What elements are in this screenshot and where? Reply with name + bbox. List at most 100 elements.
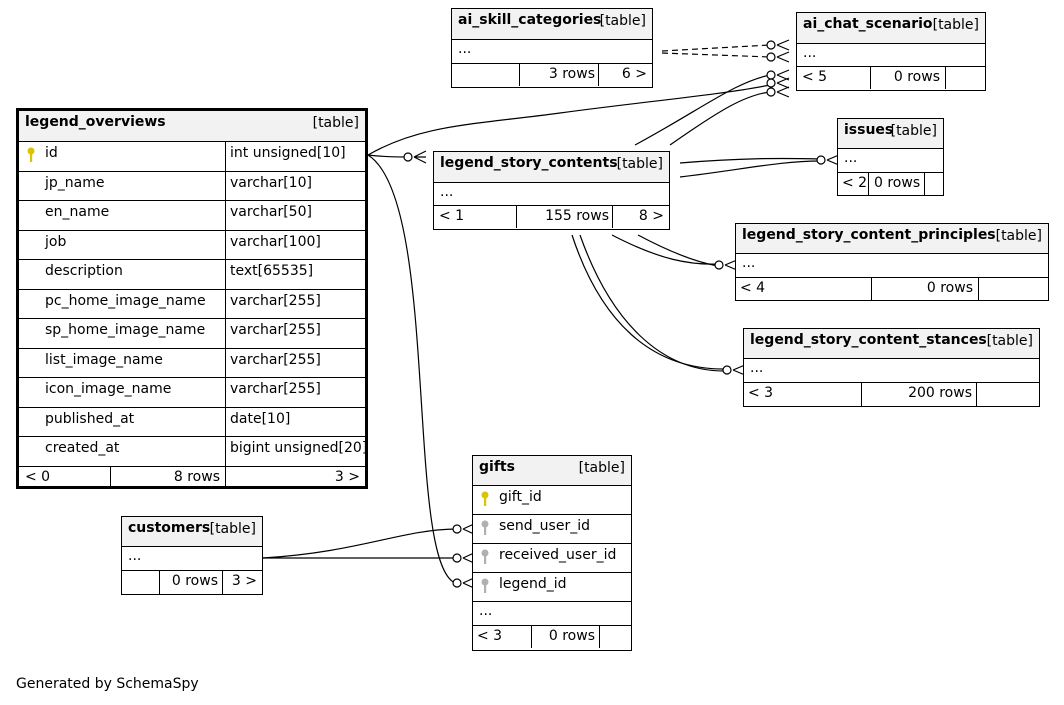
table-header: legend_story_content_principles [table] [736, 224, 1048, 254]
table-footer: < 1 155 rows 8 > [434, 206, 669, 228]
edge-skill-chat-1 [661, 44, 771, 52]
parents-count: < 0 [25, 468, 51, 485]
table-type: [table] [995, 228, 1042, 244]
table-header: legend_story_content_stances [table] [744, 329, 1039, 359]
column-type: int unsigned[10] [230, 145, 346, 161]
ellipsis: ... [803, 45, 817, 61]
edge-story-stances-2 [579, 234, 727, 372]
table-customers[interactable]: customers [table] ... 0 rows 3 > [121, 516, 263, 595]
column-type: text[65535] [230, 263, 314, 279]
ellipsis: ... [479, 603, 493, 619]
foreign-key-icon [481, 578, 489, 593]
column-name: gift_id [499, 489, 542, 505]
edge-story-principles-2 [637, 234, 719, 267]
table-name: legend_overviews [25, 114, 166, 130]
table-type: [table] [890, 123, 937, 139]
table-name: ai_chat_scenario [803, 16, 933, 32]
edge-end-circle [766, 87, 776, 97]
column-name: id [45, 145, 58, 161]
edge-overviews-gifts [367, 154, 456, 584]
table-gifts[interactable]: gifts [table] gift_id send_user_id recei… [472, 455, 632, 651]
row-count: 0 rows [874, 175, 921, 191]
table-name: legend_story_content_stances [750, 332, 987, 348]
edge-end-circle [766, 70, 776, 80]
column-name: icon_image_name [45, 381, 172, 397]
row-count: 0 rows [548, 628, 595, 644]
parents-count: < 5 [802, 69, 828, 85]
table-row[interactable]: job varchar[100] [19, 230, 365, 260]
table-row[interactable]: send_user_id [473, 515, 631, 544]
column-type: varchar[50] [230, 204, 312, 220]
ellipsis: ... [750, 360, 764, 376]
table-row[interactable]: pc_home_image_name varchar[255] [19, 289, 365, 319]
edge-crowfoot [776, 69, 790, 98]
table-row[interactable]: created_at bigint unsigned[20] [19, 437, 368, 467]
table-footer: 0 rows 3 > [122, 571, 262, 594]
children-count: 6 > [621, 66, 647, 82]
table-legend-story-content-stances[interactable]: legend_story_content_stances [table] ...… [743, 328, 1040, 407]
column-name: legend_id [499, 576, 567, 592]
edge-story-issues-1 [679, 157, 821, 164]
parents-count: < 2 [842, 175, 868, 191]
column-name: jp_name [45, 174, 105, 191]
parents-count: < 1 [439, 208, 465, 224]
edge-crowfoot [776, 39, 790, 63]
table-row[interactable]: en_name varchar[50] [19, 201, 365, 231]
table-issues[interactable]: issues [table] ... < 2 0 rows [837, 118, 944, 196]
generated-by-label: Generated by SchemaSpy [16, 676, 199, 692]
column-type: varchar[255] [230, 381, 321, 397]
table-row[interactable]: sp_home_image_name varchar[255] [19, 319, 365, 349]
table-header: issues [table] [838, 119, 943, 149]
column-type: date[10] [230, 410, 291, 427]
row-count: 0 rows [893, 69, 940, 85]
table-name: gifts [479, 459, 515, 475]
edge-story-chat-1 [634, 74, 771, 146]
table-footer: < 2 0 rows [838, 173, 943, 195]
table-ai-skill-categories[interactable]: ai_skill_categories [table] ... 3 rows 6… [451, 8, 653, 88]
table-ellipsis-row: ... [434, 183, 669, 206]
edge-story-stances-1 [571, 234, 727, 370]
ellipsis: ... [128, 548, 142, 564]
table-type: [table] [932, 17, 979, 33]
edge-end-circle [452, 524, 462, 534]
column-name: published_at [45, 410, 135, 427]
table-row[interactable]: published_at date[10] [19, 407, 365, 437]
foreign-key-icon [481, 520, 489, 535]
table-footer: < 3 0 rows [473, 626, 631, 648]
table-row[interactable]: gift_id [473, 486, 631, 515]
column-type: bigint unsigned[20] [230, 440, 368, 456]
table-row[interactable]: id int unsigned[10] [19, 142, 365, 172]
column-name: received_user_id [499, 547, 617, 563]
edge-end-circle [816, 155, 826, 165]
children-count: 3 > [334, 468, 360, 485]
children-count: 8 > [638, 208, 664, 224]
table-row[interactable]: list_image_name varchar[255] [19, 348, 365, 378]
column-name: sp_home_image_name [45, 322, 206, 338]
table-row[interactable]: jp_name varchar[10] [19, 171, 365, 201]
table-ellipsis-row: ... [744, 359, 1039, 383]
edge-end-circle [722, 365, 732, 375]
column-type: varchar[255] [230, 292, 321, 309]
table-footer: < 3 200 rows [744, 383, 1039, 406]
edge-end-circle [766, 52, 776, 62]
table-legend-story-content-principles[interactable]: legend_story_content_principles [table] … [735, 223, 1049, 301]
table-legend-overviews[interactable]: legend_overviews [table] id int unsigned… [16, 108, 368, 489]
table-header: customers [table] [122, 517, 262, 547]
table-row[interactable]: legend_id [473, 573, 631, 602]
table-row[interactable]: icon_image_name varchar[255] [19, 378, 365, 408]
table-row[interactable]: received_user_id [473, 544, 631, 573]
table-footer: < 4 0 rows [736, 278, 1048, 300]
table-footer: < 5 0 rows [797, 67, 985, 89]
table-type: [table] [209, 521, 256, 537]
column-type: varchar[10] [230, 174, 312, 191]
table-ellipsis-row: ... [797, 44, 985, 67]
table-ai-chat-scenario[interactable]: ai_chat_scenario [table] ... < 5 0 rows [796, 12, 986, 91]
table-legend-story-contents[interactable]: legend_story_contents [table] ... < 1 15… [433, 151, 670, 230]
edge-end-circle [403, 152, 413, 162]
table-row[interactable]: description text[65535] [19, 260, 365, 290]
column-type: varchar[255] [230, 351, 321, 368]
edge-story-principles-1 [611, 234, 719, 265]
table-ellipsis-row: ... [736, 254, 1048, 278]
children-count: 3 > [231, 573, 257, 589]
table-footer: 3 rows 6 > [452, 64, 652, 86]
